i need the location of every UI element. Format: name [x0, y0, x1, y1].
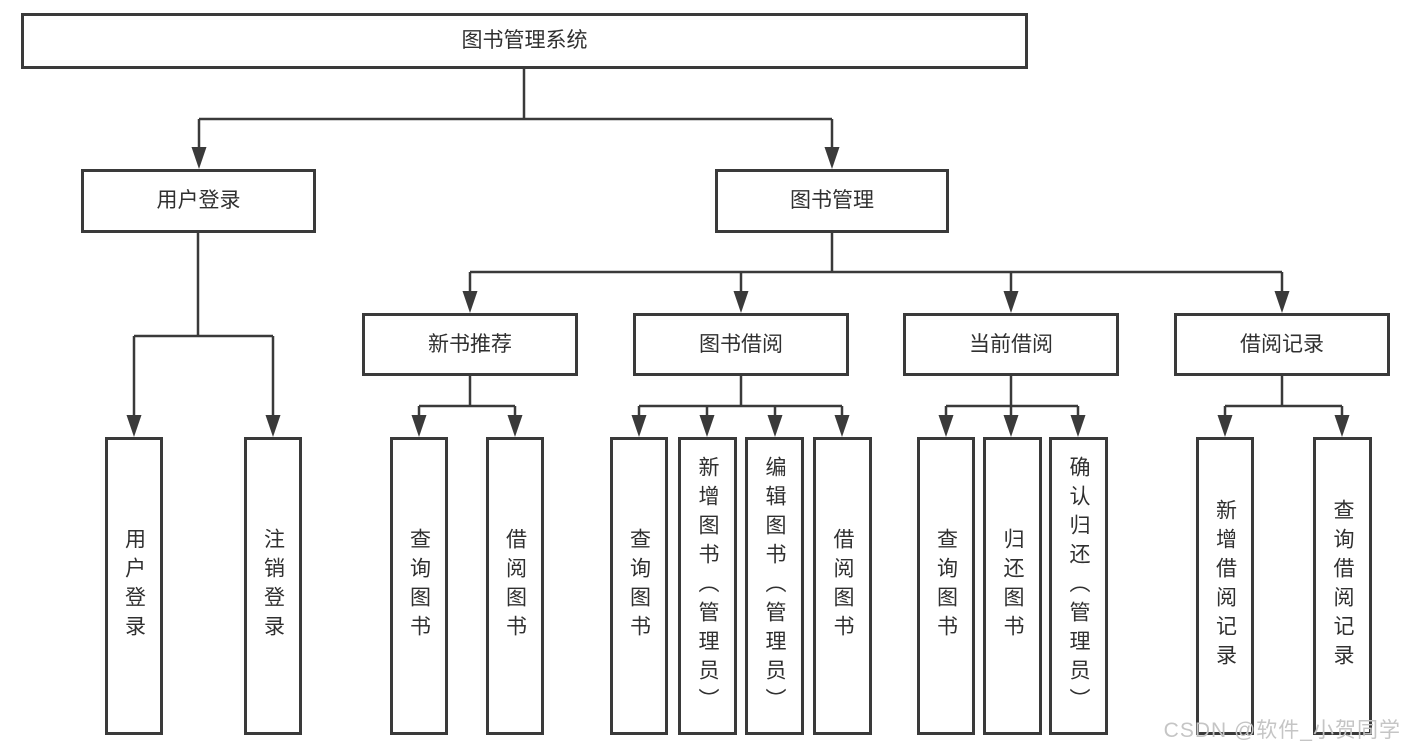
connector-new-book-branch — [417, 376, 517, 426]
node-label: 新书推荐 — [428, 332, 512, 356]
leaf-borrow-books: 借阅图书 — [813, 437, 872, 735]
leaf-borrow-books: 借阅图书 — [486, 437, 544, 735]
node-label: 用户登录 — [156, 189, 241, 213]
node-label: 用户登录 — [122, 528, 146, 644]
node-label: 查询借阅记录 — [1331, 499, 1354, 673]
node-new-book-recommendation: 新书推荐 — [362, 313, 578, 376]
node-label: 图书管理系统 — [461, 29, 588, 53]
leaf-edit-books-admin: 编辑图书（管理员） — [745, 437, 804, 735]
connector-borrowing-records-branch — [1223, 376, 1344, 426]
connector-user-login-branch — [132, 233, 275, 426]
node-label: 确认归还（管理员） — [1067, 455, 1090, 717]
node-label: 编辑图书（管理员） — [763, 455, 786, 717]
node-label: 图书管理 — [790, 189, 874, 213]
node-label: 查询图书 — [627, 528, 651, 644]
node-book-management: 图书管理 — [715, 169, 949, 233]
node-label: 借阅记录 — [1240, 332, 1324, 356]
connector-book-management-branch — [468, 233, 1284, 302]
node-borrowing-records: 借阅记录 — [1174, 313, 1390, 376]
node-label: 归还图书 — [1001, 528, 1024, 644]
node-label: 注销登录 — [261, 528, 285, 644]
node-label: 图书借阅 — [699, 332, 783, 356]
leaf-query-books: 查询图书 — [917, 437, 975, 735]
leaf-query-borrowing-record: 查询借阅记录 — [1313, 437, 1372, 735]
leaf-query-books: 查询图书 — [610, 437, 668, 735]
connector-book-borrowing-branch — [637, 376, 844, 426]
leaf-query-books: 查询图书 — [390, 437, 448, 735]
node-label: 新增图书（管理员） — [696, 455, 719, 717]
node-book-borrowing: 图书借阅 — [633, 313, 849, 376]
node-current-borrowing: 当前借阅 — [903, 313, 1119, 376]
node-label: 借阅图书 — [831, 528, 854, 644]
node-label: 查询图书 — [934, 528, 958, 644]
node-label: 新增借阅记录 — [1213, 499, 1237, 673]
node-library-management-system: 图书管理系统 — [21, 13, 1028, 69]
node-label: 查询图书 — [407, 528, 431, 644]
leaf-user-login: 用户登录 — [105, 437, 163, 735]
connector-root-to-level2 — [197, 69, 834, 158]
node-label: 借阅图书 — [503, 528, 527, 644]
leaf-add-borrowing-record: 新增借阅记录 — [1196, 437, 1254, 735]
arrowheads — [126, 147, 1350, 437]
node-label: 当前借阅 — [969, 332, 1053, 356]
leaf-add-books-admin: 新增图书（管理员） — [678, 437, 737, 735]
leaf-confirm-return-admin: 确认归还（管理员） — [1049, 437, 1108, 735]
leaf-return-books: 归还图书 — [983, 437, 1042, 735]
leaf-logout: 注销登录 — [244, 437, 302, 735]
node-user-login: 用户登录 — [81, 169, 316, 233]
